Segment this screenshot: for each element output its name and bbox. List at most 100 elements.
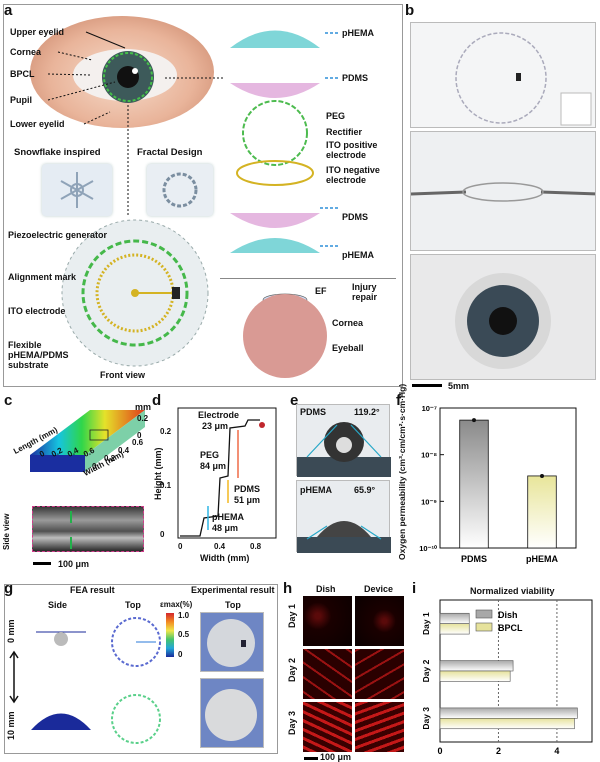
f-ytick-3: 10⁻¹⁰ <box>419 544 438 553</box>
f-point-1 <box>540 473 544 478</box>
layer-label-rectifier: Rectifier <box>326 127 363 137</box>
layer-stack <box>220 30 396 378</box>
h-scale-bar <box>304 757 318 760</box>
e-pdms-droplet <box>296 404 391 477</box>
fractal-image <box>147 164 213 216</box>
panel-c-letter: c <box>4 392 13 409</box>
d-xtick-1: 0.4 <box>214 542 226 551</box>
layer-label-peg: PEG <box>326 111 346 121</box>
h-col-device: Device <box>364 584 394 594</box>
c-zunit: mm <box>135 402 152 412</box>
g-side: Side <box>48 600 68 610</box>
d-ytick-2: 0.2 <box>160 427 172 436</box>
layer-label-phema-top: pHEMA <box>342 28 374 38</box>
eyeball-label-eyeball: Eyeball <box>332 343 364 353</box>
panel-f-letter: f <box>396 392 401 409</box>
d-ann-phema-value: 48 μm <box>212 523 239 533</box>
c-scale-text: 100 μm <box>58 559 90 569</box>
snowflake-title: Snowflake inspired <box>14 147 101 158</box>
d-xtick-0: 0 <box>178 542 183 551</box>
front-label-align: Alignment mark <box>8 272 77 282</box>
layer-label-pdms-top: PDMS <box>342 73 369 83</box>
i-bar-bpcl-0 <box>439 623 470 635</box>
i-bar-bpcl-1 <box>439 670 511 682</box>
d-xtick-2: 0.8 <box>250 542 262 551</box>
g-experimental: Experimental result <box>191 585 275 595</box>
f-bar-phema <box>527 475 557 549</box>
h-img-device-day2 <box>355 649 404 699</box>
i-ytick-0: Day 1 <box>421 612 431 635</box>
i-ytick-2: Day 3 <box>421 707 431 730</box>
d-ylabel: Height (mm) <box>153 447 163 501</box>
f-point-0 <box>472 418 476 423</box>
i-legend-swatch-0 <box>475 609 493 619</box>
eye-leader-lines <box>47 31 225 215</box>
eyeball-label-ef: EF <box>315 286 327 296</box>
g-cbar-title: εmax(%) <box>160 600 193 609</box>
h-row-day1: Day 1 <box>287 603 297 628</box>
g-top: Top <box>125 600 141 610</box>
layer-label-phema-bottom: pHEMA <box>342 250 374 260</box>
f-ylabel: Oxygen permeability (cm³·cm/cm²·s·cm·Hg) <box>397 383 407 560</box>
front-label-piezo: Piezoelectric generator <box>8 230 108 240</box>
c-ytick-0: 0 <box>92 462 97 471</box>
eyeball-label-cornea: Cornea <box>332 318 364 328</box>
eye-label-bpcl: BPCL <box>10 69 35 79</box>
i-bar-dish-2 <box>439 707 578 719</box>
e-phema-name: pHEMA <box>300 485 332 495</box>
g-cbar-tick-2: 0 <box>178 650 183 659</box>
d-ann-electrode-value: 23 μm <box>202 421 229 431</box>
panel-g-letter: g <box>4 580 14 597</box>
g-photo-0mm <box>200 612 264 672</box>
d-ann-phema-name: pHEMA <box>212 512 244 522</box>
d-ann-electrode-name: Electrode <box>198 410 240 420</box>
g-colorbar <box>166 613 174 657</box>
f-ytick-0: 10⁻⁷ <box>422 404 437 413</box>
photo-device-tweezers <box>410 131 596 251</box>
panel-d-profile-plot <box>177 407 277 539</box>
eyeball-label-injury: Injury repair <box>352 282 378 302</box>
c-sideview-image <box>32 506 144 552</box>
panel-d-letter: d <box>152 392 162 409</box>
c-ytick-1: 0.2 <box>104 454 116 463</box>
i-xtick-2: 4 <box>554 746 559 756</box>
panel-h-letter: h <box>283 580 293 597</box>
i-legend-label-1: BPCL <box>498 623 523 633</box>
i-ytick-1: Day 2 <box>421 659 431 682</box>
eye-label-lower: Lower eyelid <box>10 119 65 129</box>
e-pdms-name: PDMS <box>300 407 327 417</box>
e-phema-droplet <box>296 480 391 553</box>
c-ytick-2: 0.4 <box>118 446 130 455</box>
c-sideview-label: Side view <box>2 513 11 550</box>
h-img-dish-day3 <box>303 702 352 752</box>
eye-label-pupil: Pupil <box>10 95 32 105</box>
i-legend-label-0: Dish <box>498 610 518 620</box>
h-row-day3: Day 3 <box>287 710 297 735</box>
h-img-device-day3 <box>355 702 404 752</box>
eye-label-cornea: Cornea <box>10 47 42 57</box>
d-ytick-0: 0 <box>160 530 165 539</box>
h-img-dish-day2 <box>303 649 352 699</box>
e-phema-angle: 65.9° <box>354 485 376 495</box>
e-pdms-angle: 119.2° <box>354 407 380 417</box>
i-xtick-1: 2 <box>496 746 501 756</box>
eye-iris <box>73 49 177 103</box>
eye-label-upper: Upper eyelid <box>10 27 65 37</box>
d-ann-pdms-name: PDMS <box>234 484 261 494</box>
fractal-title: Fractal Design <box>137 147 203 158</box>
panel-i-letter: i <box>412 580 417 597</box>
i-bar-dish-0 <box>439 612 470 624</box>
i-bar-dish-1 <box>439 660 514 672</box>
layer-label-ito-pos: ITO positive electrode <box>326 140 378 160</box>
panel-a-letter: a <box>4 2 13 19</box>
scale-bar-b <box>412 384 442 387</box>
layer-label-ito-neg: ITO negative electrode <box>326 165 380 185</box>
photo-device-flat <box>410 22 596 128</box>
front-view-caption: Front view <box>100 370 146 380</box>
front-label-substrate: Flexible pHEMA/PDMS substrate <box>8 340 69 370</box>
g-cbar-tick-0: 1.0 <box>178 611 190 620</box>
f-xtick-1: pHEMA <box>526 554 558 564</box>
c-ztick-1: 0 <box>137 431 142 440</box>
